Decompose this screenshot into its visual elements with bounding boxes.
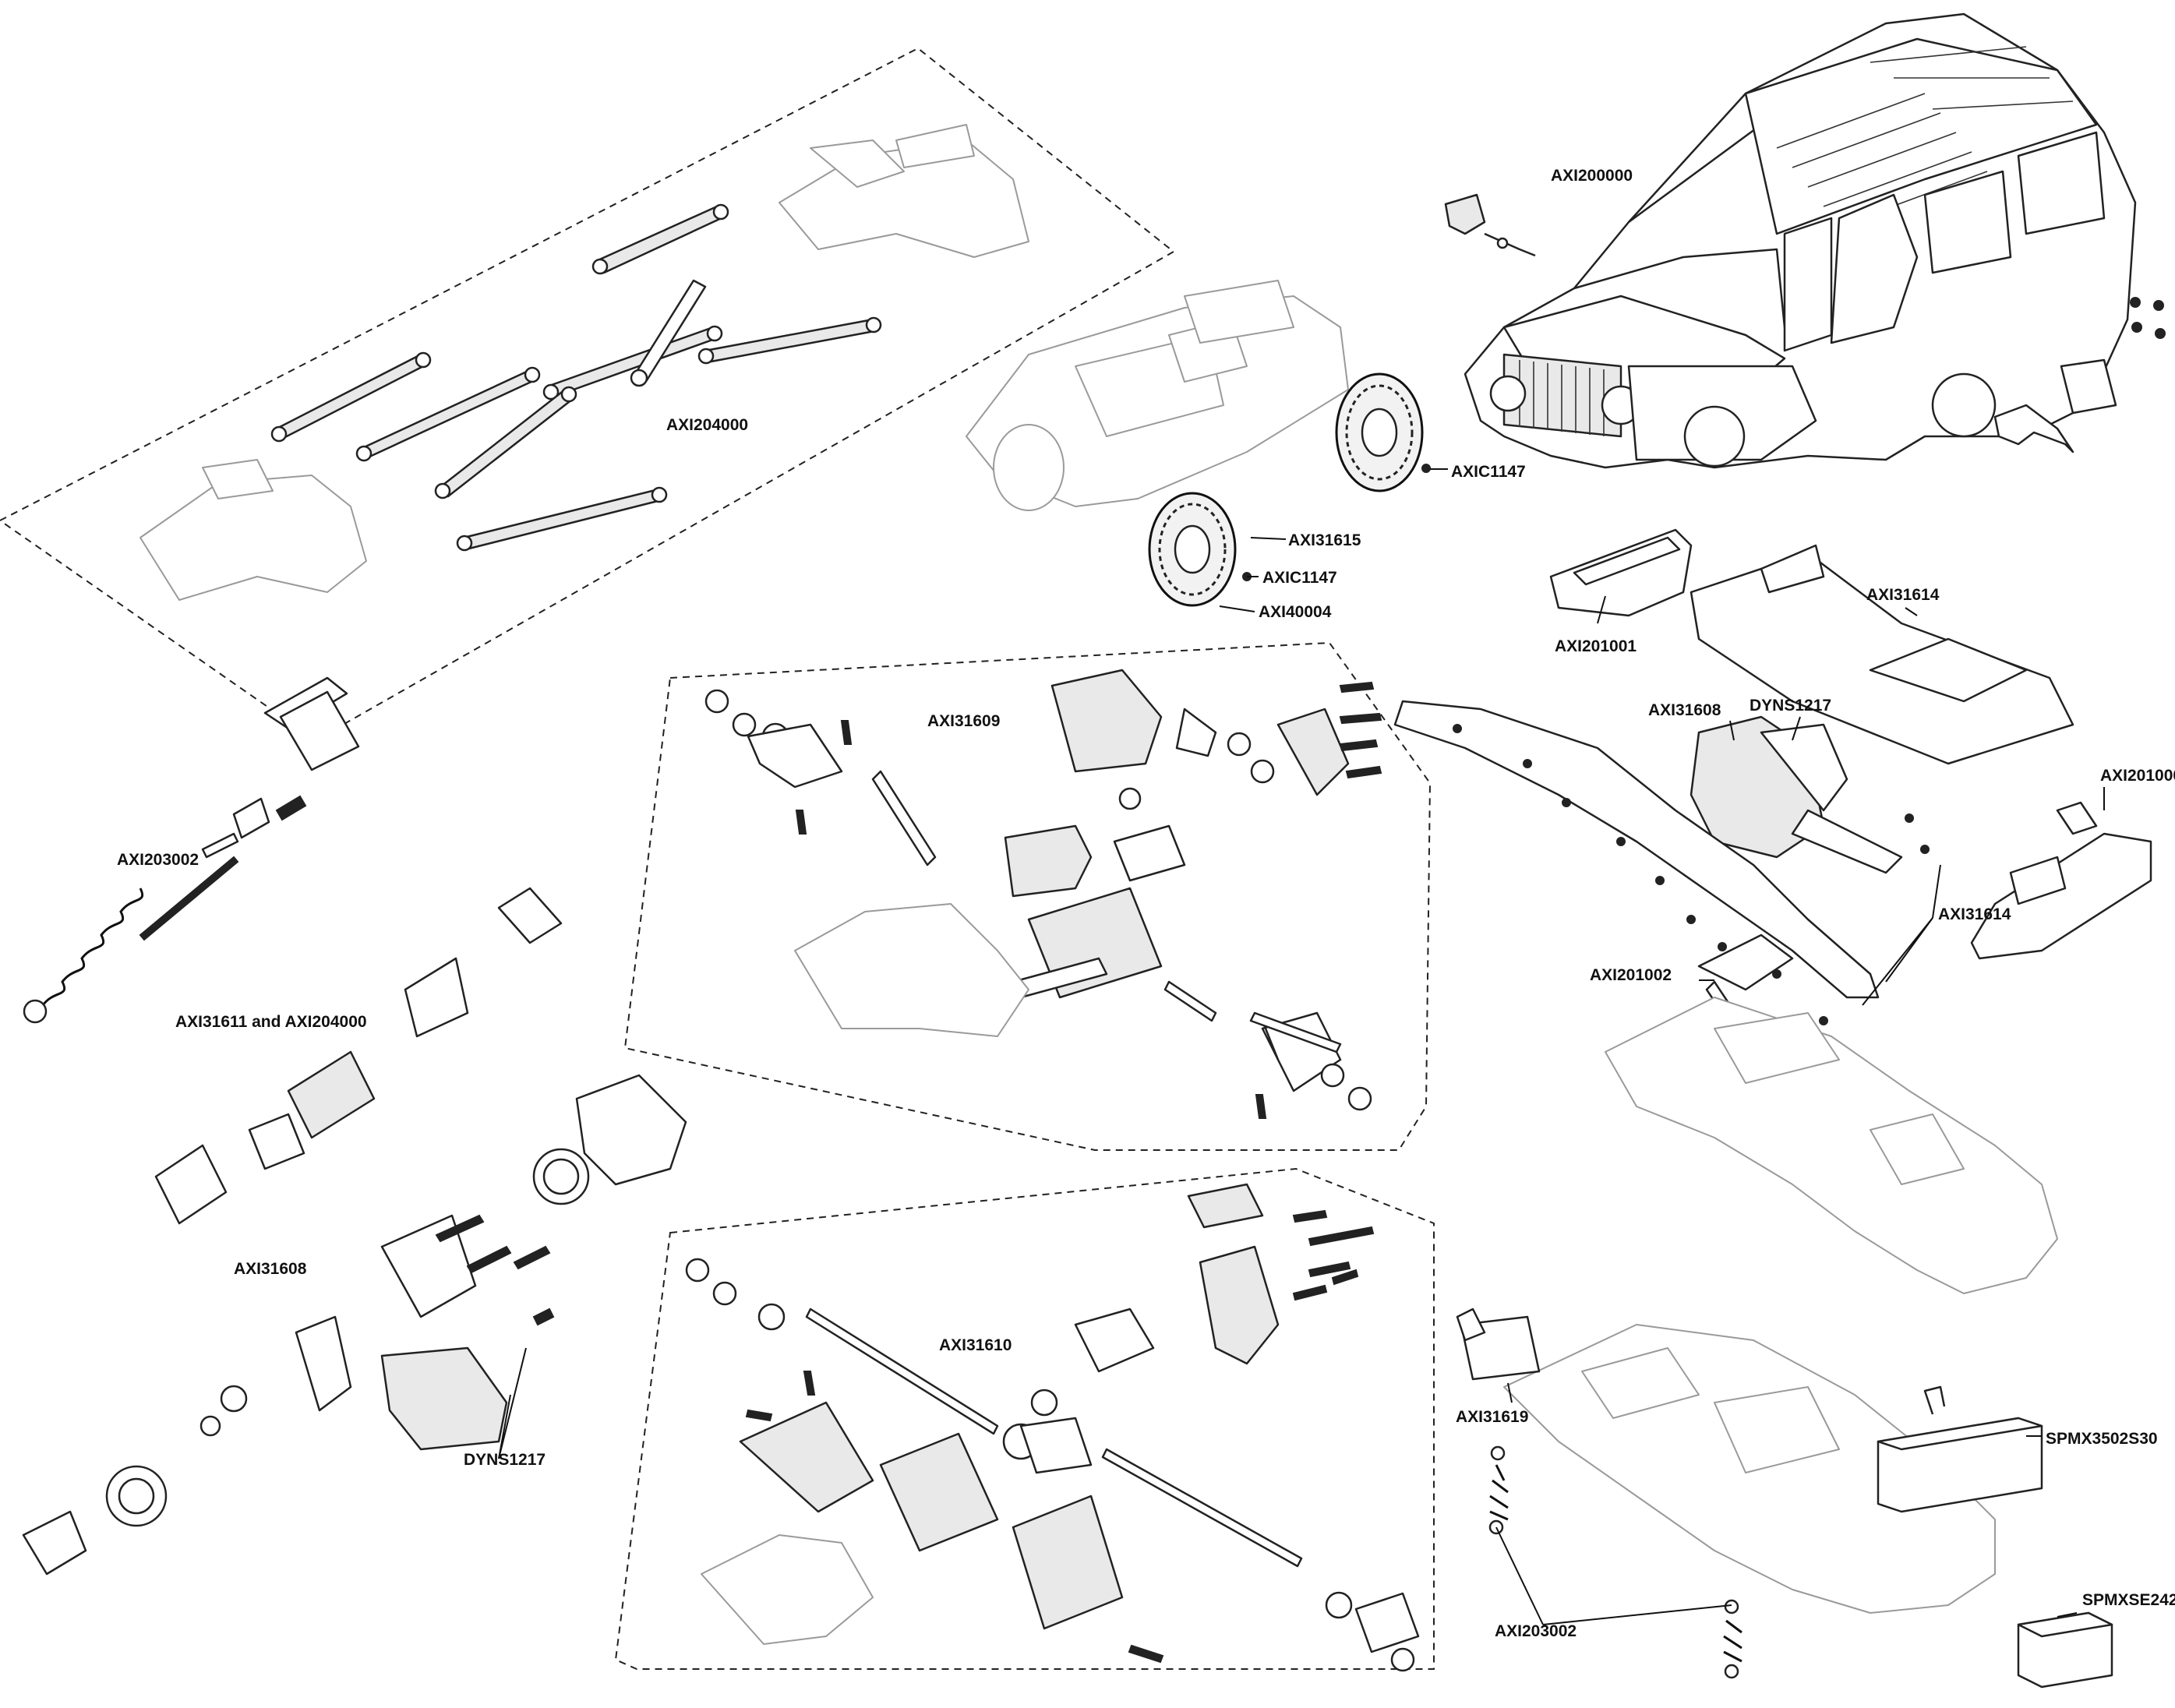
label-shock: AXI203002: [117, 851, 199, 869]
label-body: AXI200000: [1551, 167, 1633, 185]
label-tire: AXI31615: [1288, 531, 1361, 549]
label-wheel: AXI40004: [1259, 603, 1332, 621]
frame-rail-part: [1393, 700, 1930, 1025]
label-servo-mount: AXI201002: [1590, 966, 1672, 984]
charger-part: [2017, 1611, 2113, 1689]
front-axle-exploded: [704, 669, 1382, 1119]
label-transmission-right: AXI31608: [1648, 701, 1721, 719]
label-transmission-left: AXI31608: [234, 1260, 307, 1278]
label-servo: AXI31619: [1456, 1408, 1528, 1426]
rear-axle-exploded: [685, 1183, 1420, 1672]
rolling-chassis-top: [966, 280, 1431, 607]
hood-latch-part: [1444, 193, 1536, 257]
bumper-part: [1970, 801, 2152, 960]
label-light-bucket: AXI201001: [1555, 637, 1637, 655]
label-hub-nut-top: AXIC1147: [1451, 463, 1526, 481]
front-axle-group-outline: [623, 641, 1432, 1151]
assembled-chassis-mid: [1605, 997, 2058, 1294]
shocks-bottom-parts: [1488, 1445, 1742, 1679]
label-battery: SPMX3502S30: [2046, 1430, 2158, 1448]
label-motor-left: DYNS1217: [464, 1451, 546, 1469]
light-bucket-part: [1549, 528, 1693, 617]
label-front-axle: AXI31609: [927, 712, 1000, 730]
label-shocks-bottom: AXI203002: [1495, 1622, 1577, 1640]
label-motor-right: DYNS1217: [1750, 697, 1831, 715]
assembled-chassis-bottom: [1503, 1324, 1996, 1614]
spare-mount-part: [1993, 297, 2166, 453]
driveshaft-exploded: [154, 887, 563, 1225]
battery-part: [1877, 1385, 2043, 1513]
leader-lines: [498, 468, 2105, 1625]
label-links-kit: AXI204000: [666, 416, 748, 434]
links-kit-group-outline: [0, 47, 1175, 742]
rear-axle-group-outline: [614, 1167, 1435, 1670]
servo-part: [1456, 1307, 1541, 1381]
label-rear-axle: AXI31610: [939, 1336, 1012, 1354]
label-chassis-top: AXI31614: [1866, 586, 1940, 604]
label-frame-rail: AXI31614: [1938, 905, 2011, 923]
label-charger: SPMXSE242: [2082, 1591, 2175, 1609]
transmission-right-part: [1690, 715, 1903, 874]
shock-exploded: [23, 676, 360, 1024]
links-kit-parts: [139, 124, 1029, 601]
transmission-left-exploded: [22, 1074, 687, 1576]
jeep-body: [1464, 12, 2137, 469]
label-driveshaft: AXI31611 and AXI204000: [175, 1013, 367, 1031]
chassis-tray-part: [1690, 544, 2074, 765]
label-hub-nut-bottom: AXIC1147: [1262, 569, 1337, 587]
label-bumper: AXI201000: [2100, 767, 2175, 785]
